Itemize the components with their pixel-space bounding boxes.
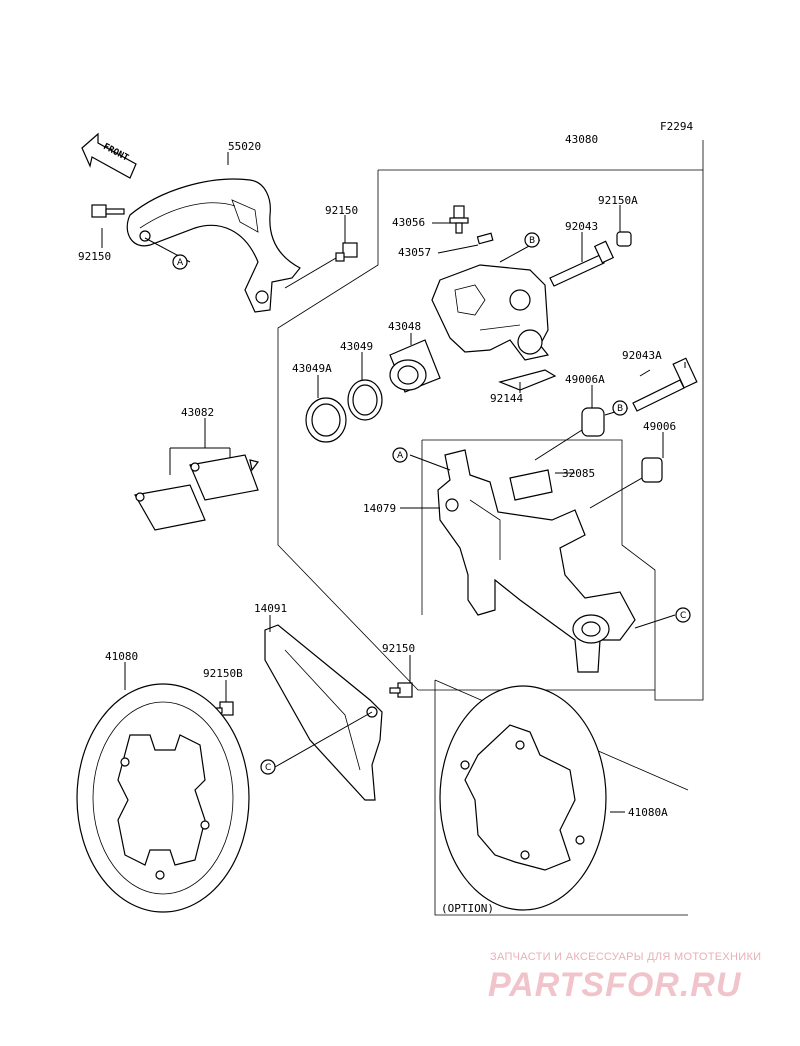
label-43049A: 43049A xyxy=(292,362,332,375)
callout-c-1: C xyxy=(675,607,691,623)
cap-43057 xyxy=(476,232,494,245)
label-41080A: 41080A xyxy=(628,806,668,819)
callout-b-2: B xyxy=(612,400,628,416)
bush-49006A xyxy=(534,407,605,461)
pin-92043 xyxy=(549,240,615,287)
chain-guide-55020 xyxy=(126,178,301,313)
option-label: (OPTION) xyxy=(441,902,494,915)
label-49006A: 49006A xyxy=(565,373,605,386)
caliper-assembly-frame xyxy=(277,169,704,701)
label-32085: 32085 xyxy=(562,467,595,480)
label-43056: 43056 xyxy=(392,216,425,229)
front-arrow-icon: FRONT xyxy=(81,132,137,179)
brake-disc-41080A xyxy=(439,685,607,911)
piston-43048 xyxy=(389,339,441,393)
label-92150-left: 92150 xyxy=(78,250,111,263)
callout-a-1-label: A xyxy=(177,258,184,268)
label-92150-top: 92150 xyxy=(325,204,358,217)
callout-c-2: C xyxy=(260,759,276,775)
bolt-92150-top xyxy=(284,242,358,289)
label-43082: 43082 xyxy=(181,406,214,419)
disc-guard-14091 xyxy=(264,624,383,801)
callout-c-1-label: C xyxy=(680,611,686,621)
label-43048: 43048 xyxy=(388,320,421,333)
label-43057: 43057 xyxy=(398,246,431,259)
label-49006: 49006 xyxy=(643,420,676,433)
callout-b-2-label: B xyxy=(617,404,623,414)
boot-92150A xyxy=(616,231,632,247)
collar-49006 xyxy=(589,457,663,509)
label-14091: 14091 xyxy=(254,602,287,615)
callout-b-1: B xyxy=(524,232,540,248)
brake-pads-43082 xyxy=(134,454,260,531)
watermark-logo: PARTSFOR.RU xyxy=(488,966,742,1004)
bleeder-valve-43056 xyxy=(449,205,469,234)
seal-43049A xyxy=(305,397,347,443)
pin-92043A xyxy=(632,357,698,412)
leader-lines xyxy=(101,152,686,813)
label-92144: 92144 xyxy=(490,392,523,405)
option-frame xyxy=(434,680,688,916)
brake-caliper-body xyxy=(431,264,550,361)
brake-disc-41080 xyxy=(76,683,250,913)
figure-code: F2294 xyxy=(660,120,693,133)
label-55020: 55020 xyxy=(228,140,261,153)
bolt-92150-left xyxy=(91,204,125,218)
label-14079: 14079 xyxy=(363,502,396,515)
label-43080: 43080 xyxy=(565,133,598,146)
label-92150A: 92150A xyxy=(598,194,638,207)
label-92150B: 92150B xyxy=(203,667,243,680)
label-92043: 92043 xyxy=(565,220,598,233)
label-43049: 43049 xyxy=(340,340,373,353)
caliper-bracket-14079 xyxy=(437,449,636,673)
callout-a-2: A xyxy=(392,447,408,463)
seal-43049 xyxy=(347,379,383,421)
callout-a-2-label: A xyxy=(397,451,404,461)
callout-b-1-label: B xyxy=(529,236,535,246)
callout-a-1: A xyxy=(172,254,188,270)
bolt-92150-bottom xyxy=(389,682,413,698)
label-92043A: 92043A xyxy=(622,349,662,362)
bracket-assembly-frame xyxy=(422,439,656,690)
callout-c-2-label: C xyxy=(265,763,271,773)
watermark-tagline: ЗАПЧАСТИ И АКСЕССУАРЫ ДЛЯ МОТОТЕХНИКИ xyxy=(490,951,762,963)
label-41080: 41080 xyxy=(105,650,138,663)
label-92150-bottom: 92150 xyxy=(382,642,415,655)
pad-spring-32085 xyxy=(509,469,553,501)
spring-92144 xyxy=(498,369,557,391)
